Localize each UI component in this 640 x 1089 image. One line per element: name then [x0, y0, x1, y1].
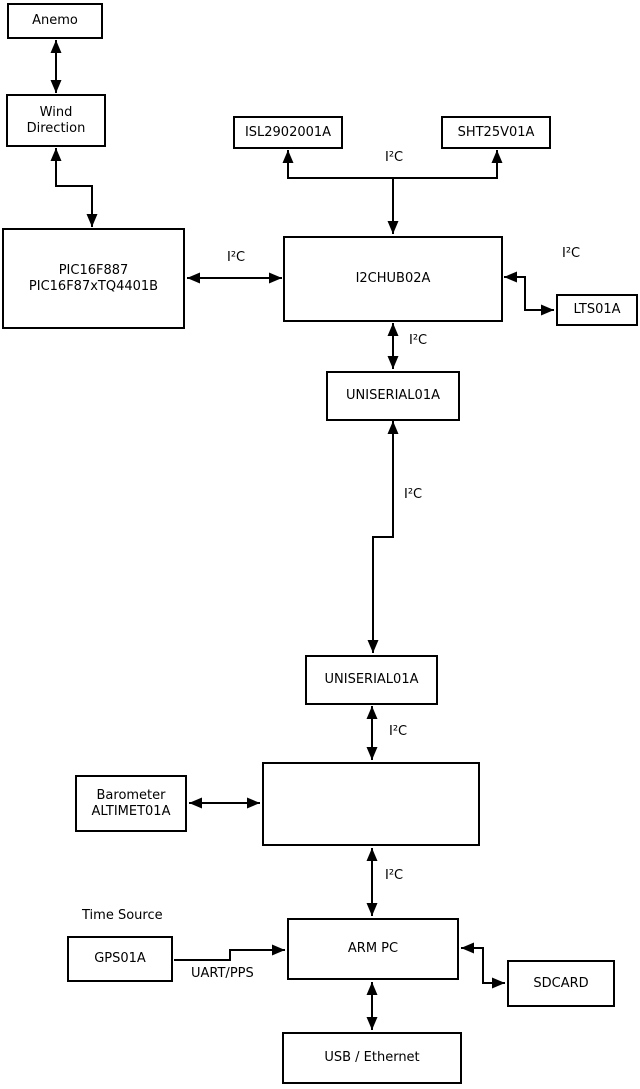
- block-wind-direction-label-line1: Wind: [39, 104, 73, 120]
- connector-armpc-sdcard: [461, 942, 505, 989]
- connector-hub1-lts: [504, 271, 554, 316]
- edge-label-uart-pps: UART/PPS: [191, 966, 254, 981]
- block-i2chub02a-1-label: I2CHUB02A: [355, 271, 431, 286]
- edge-label-i2c-hub1-uniserial1: I²C: [409, 333, 428, 348]
- block-sht25v01a-label: SHT25V01A: [457, 124, 535, 140]
- block-arm-pc: ARM PC: [287, 918, 459, 980]
- block-usb-ethernet: USB / Ethernet: [282, 1032, 462, 1084]
- edge-label-i2c-hub2-armpc: I²C: [385, 868, 404, 883]
- block-uniserial01a-1: UNISERIAL01A: [326, 371, 460, 421]
- block-sdcard-label: SDCARD: [533, 975, 589, 991]
- block-gps01a: GPS01A: [67, 936, 173, 982]
- block-i2chub02a-2: [262, 762, 480, 846]
- edge-label-i2c-uniserial2-hub2: I²C: [389, 724, 408, 739]
- block-gps01a-label: GPS01A: [94, 951, 146, 966]
- block-pic16f887: PIC16F887 PIC16F87xTQ4401B: [2, 228, 185, 329]
- block-isl2902001a-label: ISL2902001A: [244, 124, 332, 140]
- block-barometer-label-line2: ALTIMET01A: [91, 803, 171, 819]
- block-wind-direction: Wind Direction: [6, 94, 106, 147]
- edge-label-i2c-uniserial-link: I²C: [404, 487, 423, 502]
- block-anemo-label: Anemo: [32, 13, 78, 28]
- block-anemo: Anemo: [7, 3, 103, 39]
- block-arm-pc-label: ARM PC: [347, 941, 399, 956]
- block-isl2902001a: ISL2902001A: [233, 116, 343, 149]
- block-barometer-altimet01a: Barometer ALTIMET01A: [75, 775, 187, 832]
- block-lts01a-label: LTS01A: [573, 302, 621, 317]
- edge-label-i2c-hub1-lts: I²C: [562, 246, 581, 261]
- edge-label-i2c-sensors-bus: I²C: [385, 150, 404, 165]
- block-sdcard: SDCARD: [507, 960, 615, 1007]
- connector-gps-armpc: [174, 944, 285, 961]
- block-uniserial01a-1-label: UNISERIAL01A: [346, 388, 440, 403]
- edge-label-i2c-pic-hub1: I²C: [227, 250, 246, 265]
- block-pic16f887-label-line1: PIC16F887: [58, 262, 129, 278]
- connector-wind-pic: [50, 148, 98, 227]
- block-i2chub02a-1: I2CHUB02A: [283, 236, 503, 322]
- block-sht25v01a: SHT25V01A: [441, 116, 551, 149]
- block-uniserial01a-2: UNISERIAL01A: [305, 655, 438, 705]
- block-uniserial01a-2-label: UNISERIAL01A: [324, 672, 419, 687]
- block-pic16f887-label-line2: PIC16F87xTQ4401B: [28, 278, 159, 294]
- label-time-source: Time Source: [82, 908, 163, 923]
- connector-uniserial1-uniserial2: [367, 421, 399, 653]
- block-barometer-label-line1: Barometer: [96, 787, 166, 803]
- block-lts01a: LTS01A: [556, 294, 638, 326]
- block-usb-ethernet-label: USB / Ethernet: [324, 1050, 420, 1065]
- block-wind-direction-label-line2: Direction: [26, 120, 86, 136]
